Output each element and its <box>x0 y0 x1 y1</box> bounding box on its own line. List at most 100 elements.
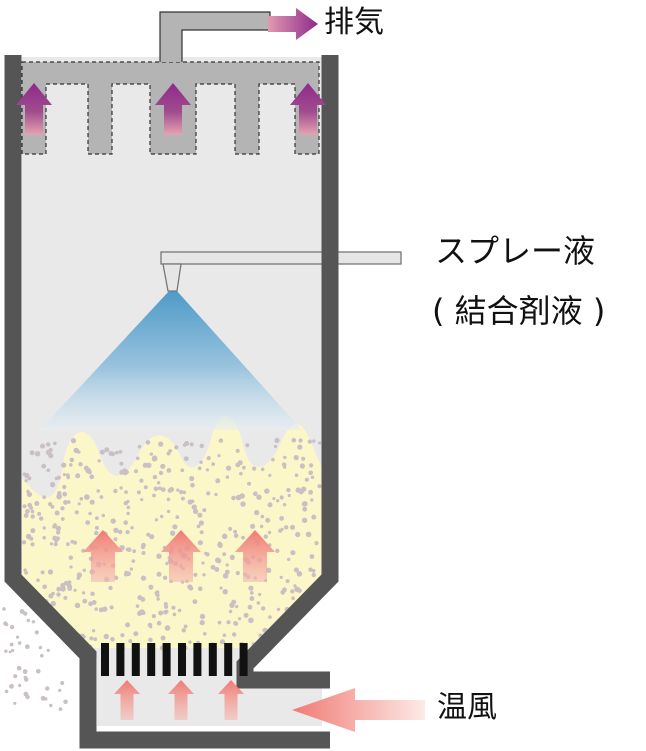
particle <box>145 440 151 445</box>
particle <box>158 486 162 491</box>
particle <box>203 632 207 636</box>
particle <box>161 487 166 492</box>
particle <box>37 511 42 516</box>
particle <box>229 554 235 561</box>
particle <box>54 510 60 516</box>
particle <box>301 456 306 461</box>
particle <box>235 605 239 609</box>
particle <box>242 465 246 470</box>
particle <box>58 688 62 693</box>
particle <box>110 637 115 642</box>
particle <box>148 637 153 643</box>
particle <box>29 450 35 456</box>
particle <box>199 613 206 620</box>
particle <box>50 482 56 488</box>
up-arrow-icon <box>83 530 123 582</box>
particle <box>94 530 99 536</box>
particle <box>36 669 41 674</box>
particle <box>254 509 260 516</box>
particle <box>82 568 87 572</box>
particle <box>275 548 280 553</box>
particle <box>36 578 40 582</box>
particle <box>69 457 75 463</box>
particle <box>95 516 99 520</box>
particle <box>70 438 77 444</box>
particle <box>23 691 29 697</box>
particle <box>47 569 54 575</box>
particle <box>247 481 252 486</box>
particle <box>314 541 319 546</box>
particle <box>164 609 169 614</box>
particle <box>158 610 164 616</box>
filter-flow-arrows <box>16 83 326 135</box>
particle <box>260 467 265 472</box>
particle <box>267 530 272 535</box>
particle <box>99 495 104 499</box>
particle <box>219 586 223 590</box>
particle <box>231 495 236 501</box>
particle <box>233 621 239 626</box>
particle <box>163 602 168 606</box>
particle <box>196 524 201 529</box>
particle <box>137 444 142 449</box>
particle <box>206 491 211 496</box>
particle <box>229 602 234 607</box>
particle <box>125 622 131 628</box>
particle <box>215 557 221 563</box>
particle <box>93 637 98 642</box>
particle <box>180 496 185 501</box>
particle <box>88 601 93 607</box>
spray-cone <box>40 290 302 430</box>
particle <box>317 484 322 489</box>
particle <box>249 591 254 595</box>
particle <box>198 520 204 526</box>
particle <box>25 533 32 540</box>
particle <box>301 486 307 492</box>
particle <box>110 518 116 524</box>
particle <box>291 437 297 443</box>
particle <box>285 579 290 584</box>
particle <box>62 484 67 490</box>
up-arrow-icon <box>235 530 275 582</box>
particle <box>30 514 35 519</box>
particle <box>172 612 177 617</box>
particle <box>250 523 256 529</box>
particle <box>248 617 254 624</box>
particle <box>318 441 322 445</box>
particle <box>304 477 309 482</box>
particle <box>139 478 144 483</box>
particle <box>164 625 171 631</box>
particle <box>119 461 124 466</box>
particle <box>22 504 27 509</box>
particle <box>302 506 308 512</box>
particle <box>156 571 162 577</box>
particle <box>276 607 281 612</box>
particle <box>164 604 169 609</box>
particle <box>256 601 261 605</box>
particle <box>76 603 81 607</box>
particle <box>222 573 229 579</box>
particle <box>23 611 28 616</box>
particle <box>63 595 68 600</box>
particle <box>30 542 35 547</box>
particle <box>222 589 228 595</box>
particle <box>54 476 59 481</box>
particle <box>158 441 164 447</box>
spray-nozzle-pipe <box>160 251 402 265</box>
particle <box>308 470 314 476</box>
particle <box>69 463 73 467</box>
particle <box>97 459 101 463</box>
particle <box>193 572 198 577</box>
particle <box>201 561 205 565</box>
particle <box>239 471 243 476</box>
particle <box>310 498 314 502</box>
particle <box>273 444 278 449</box>
particle <box>17 641 22 645</box>
particle <box>9 683 14 689</box>
particle <box>109 605 114 610</box>
particle <box>113 488 118 494</box>
particle <box>99 449 105 455</box>
particle <box>64 580 69 586</box>
particle <box>308 567 313 572</box>
particle <box>174 445 179 450</box>
